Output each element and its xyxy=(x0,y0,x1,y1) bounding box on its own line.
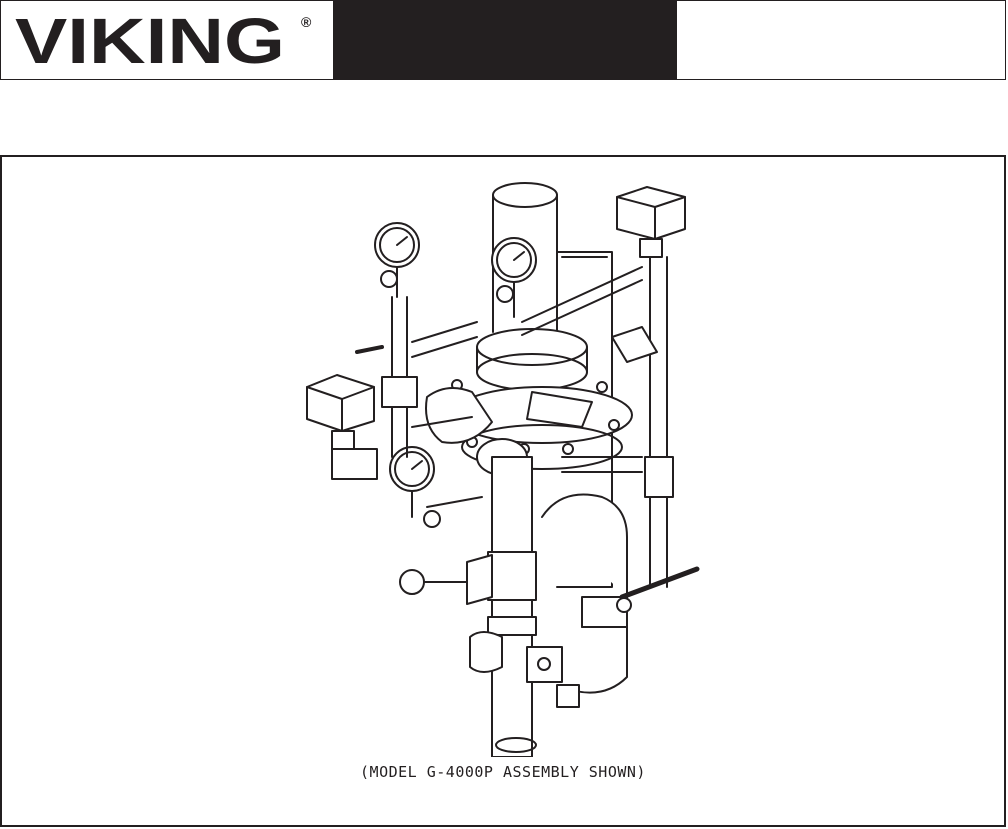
valve-assembly-illustration xyxy=(2,157,1004,757)
pressure-switch-top-right xyxy=(617,187,685,257)
figure-frame: (MODEL G-4000P ASSEMBLY SHOWN) xyxy=(0,155,1006,827)
viking-logo-icon: VIKING ® xyxy=(13,7,323,75)
pressure-gauge-top-left xyxy=(375,223,419,297)
registered-mark: ® xyxy=(301,14,312,30)
riser-lower-pipe xyxy=(488,457,536,757)
pressure-switch-left xyxy=(307,375,374,449)
logo-wordmark: VIKING xyxy=(15,7,285,75)
header-dark-band xyxy=(334,1,677,79)
header-blank-area xyxy=(677,1,1005,79)
figure-caption: (MODEL G-4000P ASSEMBLY SHOWN) xyxy=(2,763,1004,781)
pressure-gauge-bottom-left xyxy=(390,447,440,527)
pressure-gauge-top-center xyxy=(492,238,536,317)
handwheel-valve xyxy=(400,555,492,604)
deluge-valve-body xyxy=(452,329,632,469)
header-bar: VIKING ® xyxy=(0,0,1006,80)
viking-logo: VIKING ® xyxy=(1,1,334,79)
